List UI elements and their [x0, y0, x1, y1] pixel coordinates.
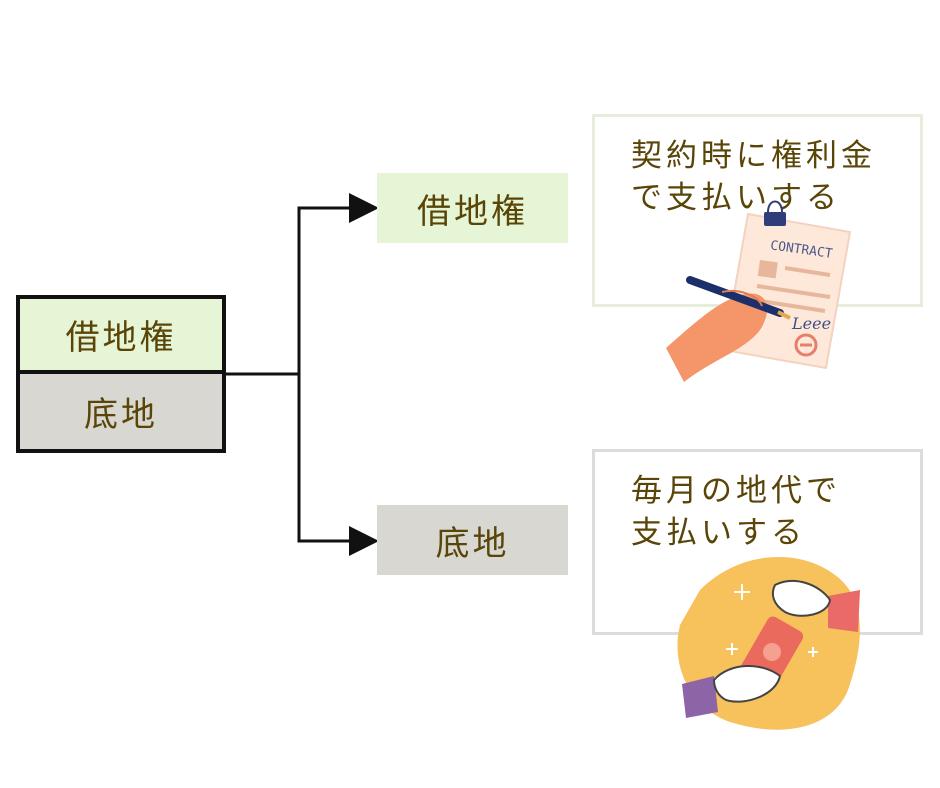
landowner-branch-label: 底地: [435, 523, 510, 564]
rent-note-text: 毎月の地代で 支払いする: [631, 470, 841, 554]
contract-note-line2: で支払いする: [631, 180, 841, 216]
stack-landowner-cell: 底地: [20, 374, 222, 449]
stack-leasehold-label: 借地権: [65, 318, 177, 358]
connector-branch-top: [297, 193, 379, 374]
landowner-branch-box: 底地: [377, 505, 568, 575]
rent-note-line2: 支払いする: [631, 515, 806, 551]
contract-note-text: 契約時に権利金 で支払いする: [631, 135, 876, 219]
stack-leasehold-cell: 借地権: [20, 299, 222, 374]
stack-landowner-label: 底地: [84, 395, 158, 435]
leasehold-branch-box: 借地権: [377, 173, 568, 243]
land-rights-stack: 借地権 底地: [16, 295, 226, 453]
rent-note: 毎月の地代で 支払いする: [592, 449, 923, 635]
contract-note-line1: 契約時に権利金: [631, 138, 876, 174]
rent-note-line1: 毎月の地代で: [631, 473, 841, 509]
leasehold-branch-label: 借地権: [417, 191, 528, 232]
connector-branch-bottom: [297, 374, 379, 556]
contract-note: 契約時に権利金 で支払いする: [592, 114, 923, 307]
